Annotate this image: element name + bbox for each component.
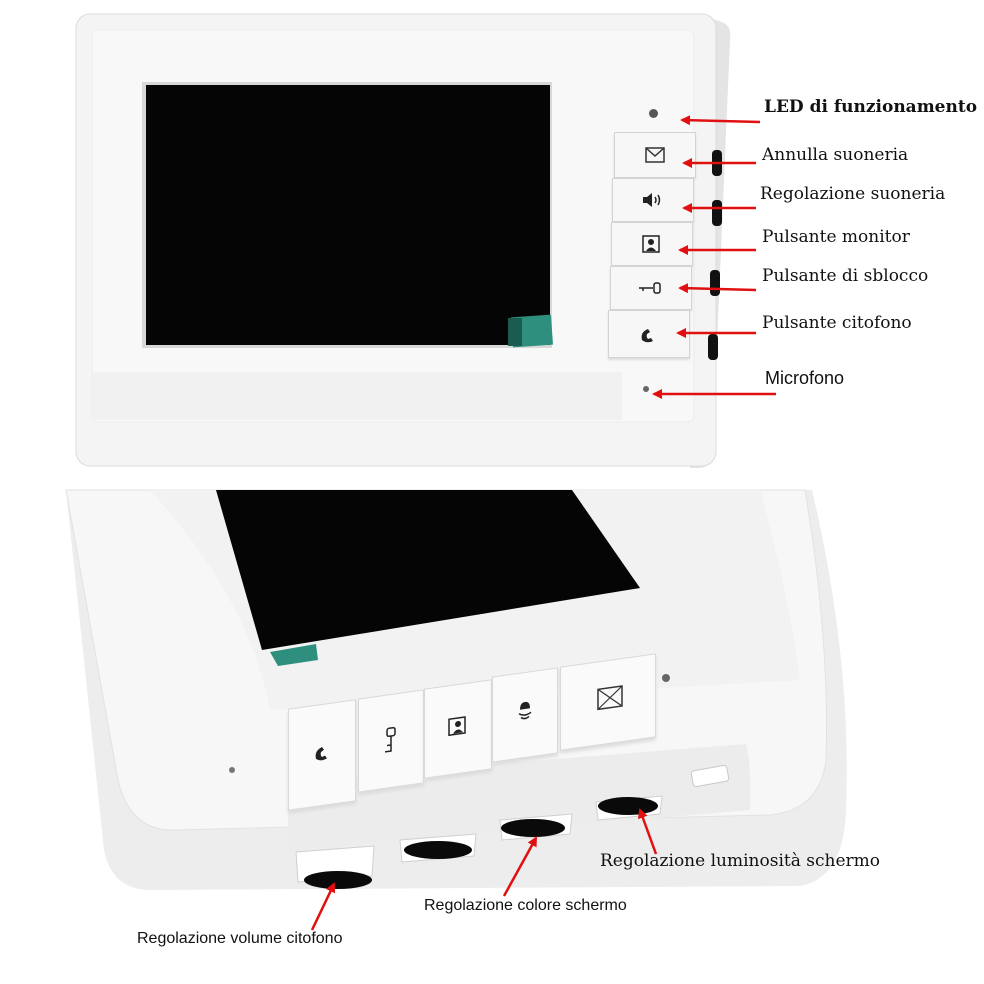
label-mic: Microfono (765, 368, 845, 388)
top-button-speaker[interactable] (612, 178, 694, 222)
bell-icon (518, 701, 532, 720)
label-cancel-ring: Annulla suoneria (762, 145, 909, 165)
microphone-hole (643, 386, 649, 392)
label-ring-adjust: Regolazione suoneria (760, 184, 946, 204)
label-monitor: Pulsante monitor (762, 227, 910, 247)
monitor-person-icon (642, 235, 660, 253)
key-icon (385, 726, 396, 753)
bottom-microphone-hole (229, 767, 235, 773)
phone-icon (315, 747, 327, 761)
label-led: LED di funzionamento (764, 97, 978, 117)
envelope-icon (597, 685, 623, 711)
top-button-envelope[interactable] (614, 132, 696, 178)
speaker-icon (643, 193, 661, 207)
bottom-button-phone[interactable] (288, 699, 356, 811)
bottom-button-key[interactable] (358, 689, 424, 793)
bottom-button-monitor[interactable] (424, 679, 492, 779)
bottom-button-bell[interactable] (492, 667, 558, 763)
top-button-monitor[interactable] (611, 222, 693, 266)
key-icon (639, 282, 661, 294)
label-intercom: Pulsante citofono (762, 313, 912, 333)
arrow-led (680, 115, 761, 126)
label-unlock: Pulsante di sblocco (762, 266, 929, 286)
envelope-icon (645, 147, 665, 163)
monitor-person-icon (448, 716, 466, 737)
bottom-led-indicator (662, 674, 670, 682)
bottom-button-envelope[interactable] (560, 653, 656, 751)
label-brightness: Regolazione luminosità schermo (600, 851, 880, 871)
label-volume: Regolazione volume citofono (137, 930, 343, 947)
arrow-unlock (678, 283, 757, 294)
arrow-brightness (638, 808, 658, 855)
led-indicator (649, 109, 658, 118)
phone-icon (641, 329, 653, 343)
label-color: Regolazione colore schermo (424, 897, 627, 914)
arrow-volume (310, 882, 336, 931)
arrow-color (502, 836, 538, 897)
top-device (0, 0, 984, 470)
